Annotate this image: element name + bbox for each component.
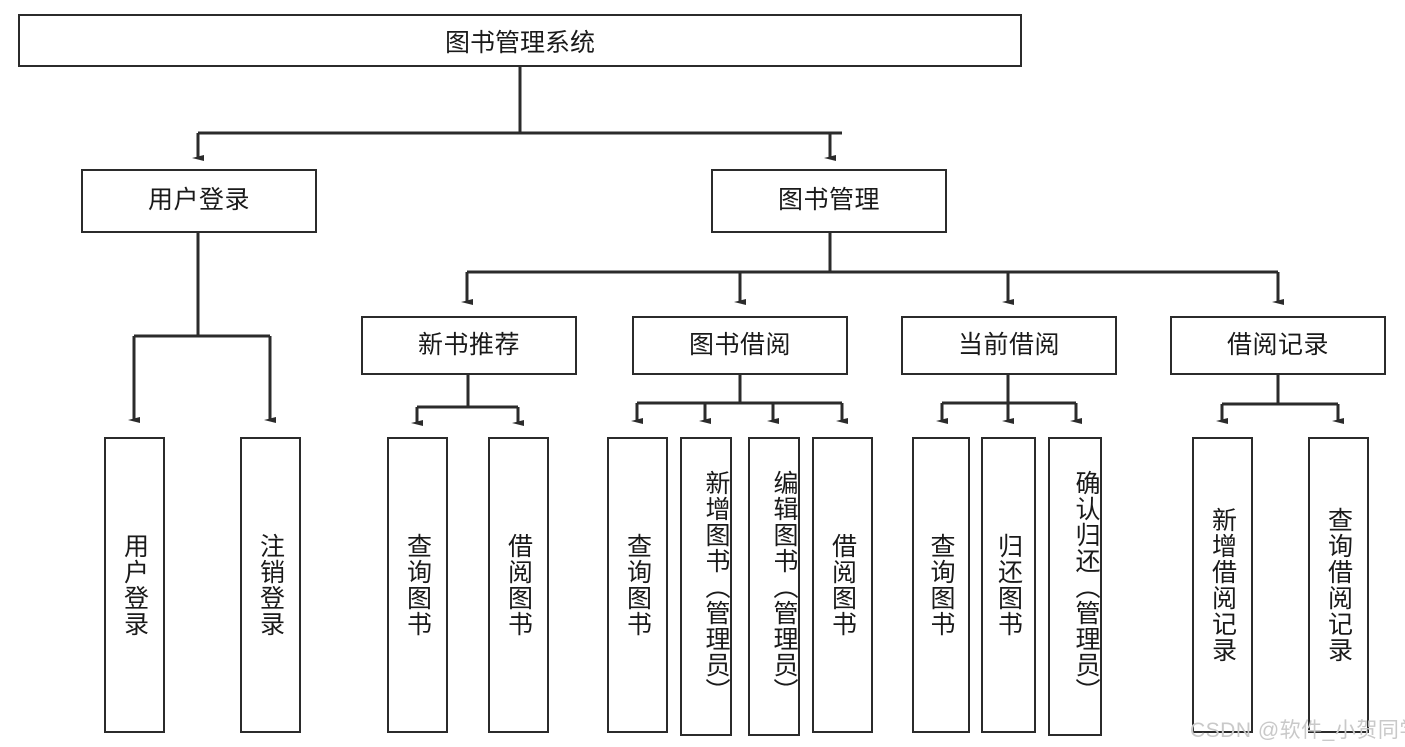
node-label: 查询图书 (403, 533, 432, 637)
leaf-logout[interactable]: 注销登录 (240, 437, 301, 733)
node-label: 图书管理 (777, 186, 880, 215)
node-root-book-management-system[interactable]: 图书管理系统 (18, 14, 1022, 67)
node-label: 编辑图书（管理员） (770, 469, 798, 704)
node-user-login[interactable]: 用户登录 (81, 169, 317, 233)
watermark-text: CSDN @软件_小贺同学 (1190, 719, 1405, 742)
node-label: 借阅图书 (828, 533, 857, 637)
node-label: 注销登录 (256, 533, 285, 637)
leaf-add-book-admin[interactable]: 新增图书（管理员） (680, 437, 732, 736)
node-label: 借阅记录 (1226, 330, 1329, 359)
node-new-book-recommend[interactable]: 新书推荐 (361, 316, 577, 375)
node-label: 查询借阅记录 (1324, 507, 1353, 663)
node-label: 用户登录 (120, 533, 149, 637)
leaf-borrow-book-recommend[interactable]: 借阅图书 (488, 437, 549, 733)
node-label: 查询图书 (927, 533, 955, 637)
node-label: 图书借阅 (688, 330, 791, 359)
node-label: 借阅图书 (504, 533, 533, 637)
leaf-borrow-book[interactable]: 借阅图书 (812, 437, 873, 733)
node-label: 查询图书 (623, 533, 652, 637)
node-label: 新书推荐 (417, 330, 520, 359)
watermark-csdn: CSDN @软件_小贺同学 (1190, 714, 1405, 744)
node-label: 确认归还（管理员） (1072, 469, 1100, 704)
leaf-edit-book-admin[interactable]: 编辑图书（管理员） (748, 437, 800, 736)
node-label: 归还图书 (994, 533, 1023, 637)
leaf-return-book[interactable]: 归还图书 (981, 437, 1036, 733)
leaf-query-borrow-record[interactable]: 查询借阅记录 (1308, 437, 1369, 733)
node-label: 当前借阅 (957, 330, 1060, 359)
node-label: 新增图书（管理员） (702, 469, 730, 704)
leaf-confirm-return-admin[interactable]: 确认归还（管理员） (1048, 437, 1102, 736)
node-label: 图书管理系统 (444, 28, 595, 57)
leaf-query-book-recommend[interactable]: 查询图书 (387, 437, 448, 733)
node-label: 用户登录 (147, 186, 250, 215)
leaf-query-book-current[interactable]: 查询图书 (912, 437, 970, 733)
leaf-user-login[interactable]: 用户登录 (104, 437, 165, 733)
node-book-borrow[interactable]: 图书借阅 (632, 316, 848, 375)
node-current-borrow[interactable]: 当前借阅 (901, 316, 1117, 375)
node-label: 新增借阅记录 (1208, 507, 1237, 663)
node-book-management[interactable]: 图书管理 (711, 169, 947, 233)
leaf-query-book-borrow[interactable]: 查询图书 (607, 437, 668, 733)
leaf-add-borrow-record[interactable]: 新增借阅记录 (1192, 437, 1253, 733)
node-borrow-record[interactable]: 借阅记录 (1170, 316, 1386, 375)
